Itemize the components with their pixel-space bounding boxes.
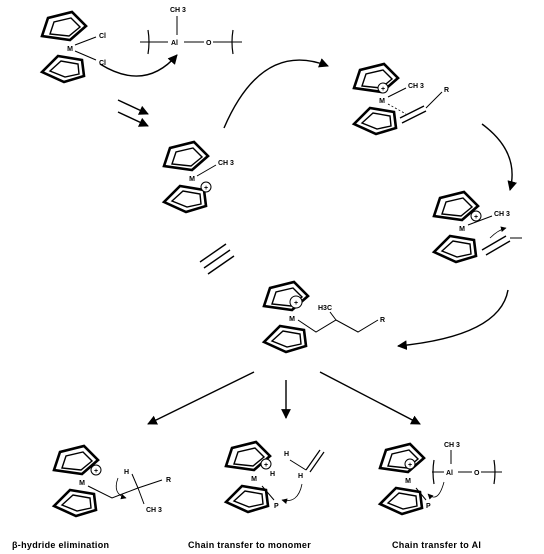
metal-label: M: [189, 176, 195, 183]
hydrogen-label-1: H: [270, 471, 275, 478]
cation-charge-icon: [404, 458, 416, 470]
hydrogen-label: H: [124, 469, 129, 476]
cation-charge-icon: [289, 295, 303, 309]
caption-beta-hydride: β-hydride elimination: [12, 540, 109, 550]
chloride-label-2: Cl: [99, 60, 106, 67]
r-group-label: R: [380, 317, 385, 324]
cation-plus: +: [264, 462, 268, 469]
al-transfer-structure: M + P Al CH 3 O: [378, 442, 502, 516]
metal-label: M: [251, 476, 257, 483]
methyl-label: CH 3: [146, 507, 162, 514]
chloride-abstraction-arrow: [99, 54, 178, 77]
cation-plus: +: [474, 214, 478, 221]
r-group-label: R: [166, 477, 171, 484]
methyl-label: CH 3: [408, 83, 424, 90]
metal-label: M: [79, 480, 85, 487]
methyl-label: CH 3: [494, 211, 510, 218]
insertion-arrow: [481, 123, 517, 191]
hydrogen-label-2: H: [284, 451, 289, 458]
monomer-transfer-structure: M + H H H P: [224, 440, 325, 514]
al-transfer-arrow: [319, 371, 421, 425]
caption-monomer-transfer: Chain transfer to monomer: [188, 540, 311, 550]
cation-plus: +: [94, 468, 98, 475]
metal-label: M: [459, 226, 465, 233]
mao-fragment-top: Al CH 3 O: [140, 7, 242, 55]
aluminum-label: Al: [171, 40, 178, 47]
beta-hydride-arrow: [147, 371, 255, 425]
r-group-label: R: [444, 87, 449, 94]
methyl-label: CH 3: [218, 160, 234, 167]
insertion-transition-state: M + CH 3: [432, 190, 522, 264]
metal-label: M: [67, 46, 73, 53]
cation-charge-icon: [200, 181, 212, 193]
cation-plus: +: [294, 300, 298, 307]
hydrogen-label-3: H: [298, 473, 303, 480]
aluminum-label: Al: [446, 470, 453, 477]
cation-charge-icon: [377, 82, 389, 94]
chain-growth-arrow: [397, 289, 509, 351]
polymer-label: P: [274, 503, 279, 510]
equivalence-symbol: [199, 243, 235, 275]
cation-plus: +: [381, 86, 385, 93]
propagating-alkyl-complex: M + H3C R: [262, 280, 385, 354]
cation-charge-icon: [260, 458, 272, 470]
cation-charge-icon: [470, 210, 482, 222]
cationic-methyl-metallocene: M CH 3 +: [162, 140, 234, 214]
cation-plus: +: [408, 462, 412, 469]
methyl-label: H3C: [318, 305, 332, 312]
oxygen-label: O: [206, 40, 212, 47]
beta-hydride-structure: M + H R CH 3: [52, 444, 171, 518]
metal-label: M: [289, 316, 295, 323]
metal-label: M: [405, 478, 411, 485]
metallocene-dichloride: M Cl Cl: [40, 10, 106, 84]
oxygen-label: O: [474, 470, 480, 477]
metal-label: M: [379, 98, 385, 105]
activation-arrow-1: [117, 99, 149, 115]
olefin-coordination-arrow: [223, 58, 329, 129]
methyl-label-mao: CH 3: [170, 7, 186, 14]
cation-plus: +: [204, 185, 208, 192]
polymer-label: P: [426, 503, 431, 510]
caption-al-transfer: Chain transfer to Al: [392, 540, 481, 550]
olefin-pi-complex: M + CH 3 R: [352, 62, 449, 136]
methyl-label: CH 3: [444, 442, 460, 449]
chloride-label-1: Cl: [99, 33, 106, 40]
activation-arrow-2: [117, 111, 149, 127]
cation-charge-icon: [90, 464, 102, 476]
